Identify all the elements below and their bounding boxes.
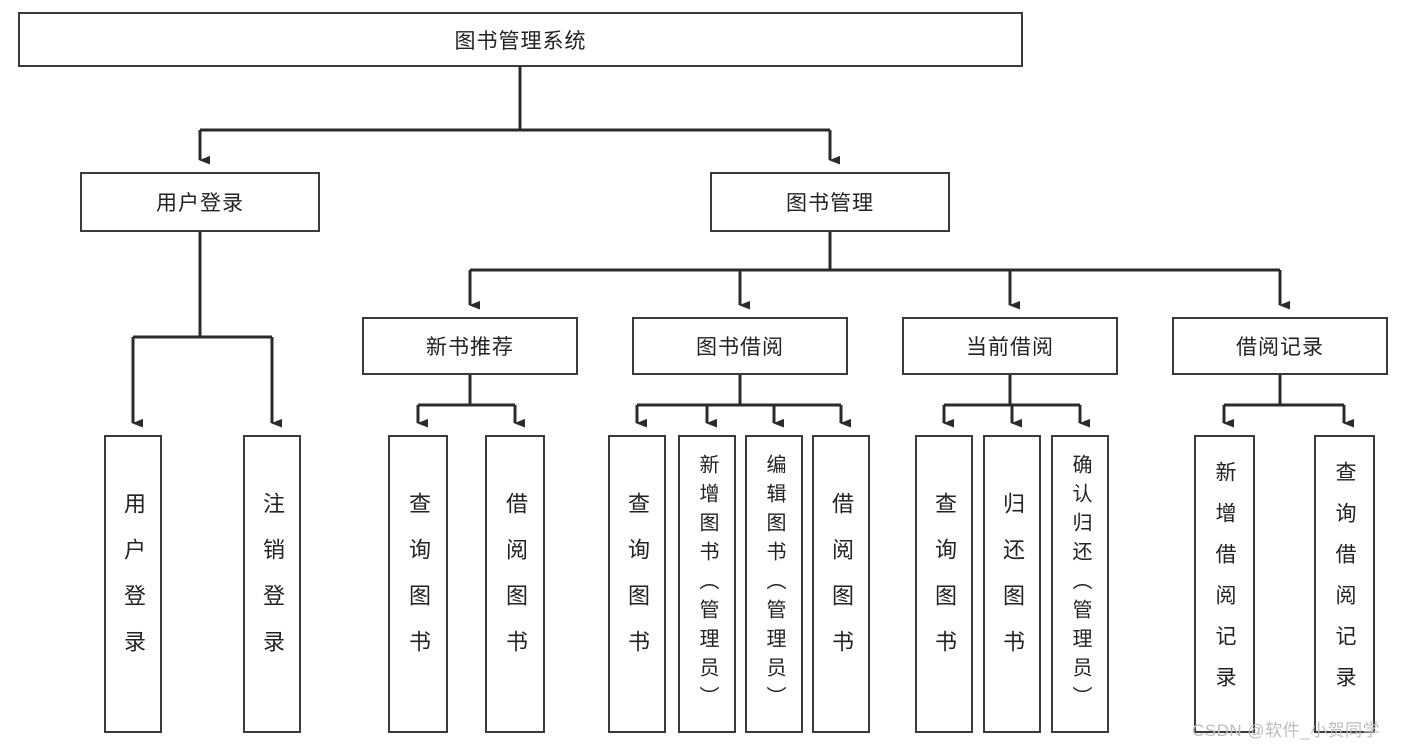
node-label: 当前借阅 — [966, 336, 1054, 359]
node-label: 图书管理 — [786, 192, 874, 215]
node-label: 用户登录 — [156, 192, 244, 215]
node-leaf-borrow-books-rec[interactable]: 借阅图书 — [485, 435, 545, 733]
node-leaf-add-book-admin[interactable]: 新增图书（管理员） — [678, 435, 736, 733]
node-label: 新增借阅记录 — [1213, 461, 1236, 707]
node-leaf-query-borrow-record[interactable]: 查询借阅记录 — [1314, 435, 1375, 733]
node-leaf-logout[interactable]: 注销登录 — [243, 435, 301, 733]
node-root-system[interactable]: 图书管理系统 — [18, 12, 1023, 67]
node-label: 借阅图书 — [503, 492, 528, 676]
node-label: 借阅记录 — [1236, 336, 1324, 359]
node-leaf-query-books-current[interactable]: 查询图书 — [915, 435, 973, 733]
node-book-borrow[interactable]: 图书借阅 — [632, 317, 848, 375]
node-leaf-add-borrow-record[interactable]: 新增借阅记录 — [1194, 435, 1255, 733]
node-label: 借阅图书 — [829, 492, 854, 676]
node-leaf-query-books-rec[interactable]: 查询图书 — [388, 435, 448, 733]
node-leaf-return-books[interactable]: 归还图书 — [983, 435, 1041, 733]
node-leaf-borrow-books[interactable]: 借阅图书 — [812, 435, 870, 733]
node-label: 用户登录 — [121, 492, 146, 676]
node-root-label: 图书管理系统 — [454, 29, 587, 53]
node-label: 新增图书（管理员） — [696, 453, 718, 715]
node-label: 编辑图书（管理员） — [763, 453, 785, 715]
node-current-borrow[interactable]: 当前借阅 — [902, 317, 1118, 375]
node-book-management[interactable]: 图书管理 — [710, 172, 950, 232]
node-leaf-edit-book-admin[interactable]: 编辑图书（管理员） — [745, 435, 803, 733]
node-label: 查询图书 — [625, 492, 650, 676]
node-label: 图书借阅 — [696, 336, 784, 359]
node-label: 新书推荐 — [426, 336, 514, 359]
csdn-watermark: CSDN @软件_小贺同学 — [1192, 721, 1381, 740]
node-label: 归还图书 — [1000, 492, 1025, 676]
node-leaf-user-login[interactable]: 用户登录 — [104, 435, 162, 733]
node-new-book-recommendation[interactable]: 新书推荐 — [362, 317, 578, 375]
node-label: 查询图书 — [406, 492, 431, 676]
node-borrow-records[interactable]: 借阅记录 — [1172, 317, 1388, 375]
node-label: 注销登录 — [260, 492, 285, 676]
node-leaf-confirm-return-admin[interactable]: 确认归还（管理员） — [1051, 435, 1109, 733]
node-user-login[interactable]: 用户登录 — [80, 172, 320, 232]
node-label: 查询借阅记录 — [1333, 461, 1356, 707]
node-label: 确认归还（管理员） — [1069, 453, 1091, 715]
node-label: 查询图书 — [932, 492, 957, 676]
node-leaf-query-books-borrow[interactable]: 查询图书 — [608, 435, 666, 733]
